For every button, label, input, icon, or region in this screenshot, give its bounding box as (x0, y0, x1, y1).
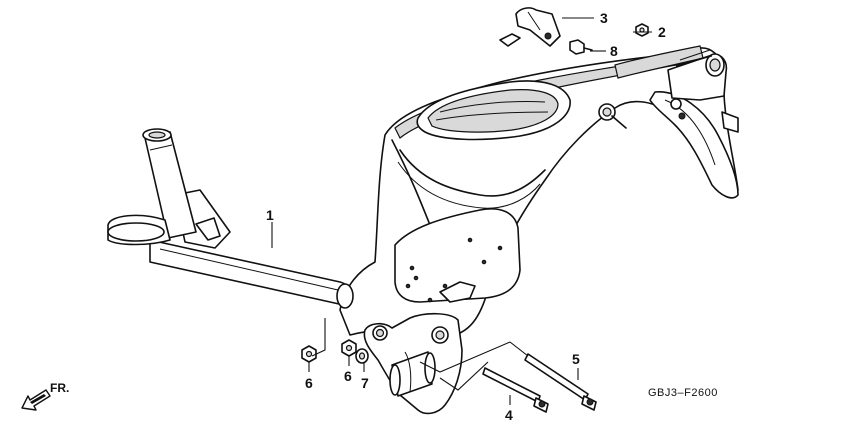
callouts: 1 2 3 4 5 6 6 7 8 (266, 10, 666, 423)
nut-part-6-middle (341, 339, 357, 357)
diagram-code: GBJ3–F2600 (648, 387, 718, 399)
callout-7: 7 (361, 375, 369, 391)
front-label: FR. (50, 381, 69, 395)
callout-4: 4 (505, 407, 513, 423)
bolt-part-4 (482, 367, 549, 413)
callout-5: 5 (572, 351, 580, 367)
callout-6-middle: 6 (344, 368, 352, 384)
bracket-part-3 (499, 7, 561, 47)
nut-part-6-left (301, 345, 317, 363)
front-direction-indicator: FR. (21, 381, 69, 411)
callout-6-left: 6 (305, 375, 313, 391)
leader-lines (271, 17, 652, 405)
front-down-tube (107, 128, 354, 309)
callout-8: 8 (610, 43, 618, 59)
frame-body (339, 45, 739, 336)
washer-part-7 (355, 348, 369, 364)
engine-hanger (363, 312, 463, 415)
nut-part-2 (635, 23, 649, 37)
bolt-part-5 (524, 353, 597, 411)
bolt-part-8 (569, 39, 593, 55)
callout-2: 2 (658, 24, 666, 40)
callout-3: 3 (600, 10, 608, 26)
callout-1: 1 (266, 207, 274, 223)
